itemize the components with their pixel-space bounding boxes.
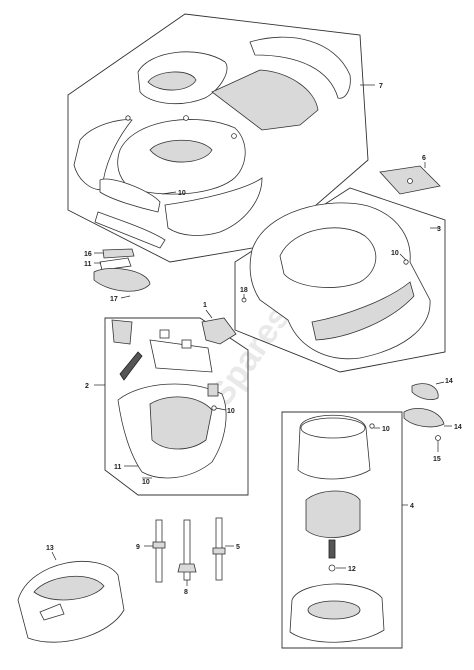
group-7-cover-assembly xyxy=(67,13,369,263)
motor-base-hub xyxy=(307,600,361,620)
shaft-9-collar xyxy=(152,541,166,549)
connector-block-part xyxy=(111,319,133,345)
main-shell-window xyxy=(149,139,213,163)
leader-15 xyxy=(51,551,57,561)
callout-2: 2 xyxy=(85,383,89,390)
callout-10-box: 10 xyxy=(227,408,235,415)
part-15-complete-unit xyxy=(17,561,125,643)
callout-16: 14 xyxy=(454,424,462,431)
mid-plate-part xyxy=(211,69,319,131)
group-2-outline xyxy=(104,317,249,496)
cover-screw-b xyxy=(231,133,237,139)
board-button-a xyxy=(159,329,170,339)
lower-bar-part xyxy=(94,211,166,249)
side-fender-part xyxy=(73,119,133,191)
shaft-parts xyxy=(152,517,226,583)
curved-strip-part xyxy=(249,36,351,99)
group-7-outline xyxy=(67,13,369,263)
callout-10-bottom: 10 xyxy=(142,479,150,486)
callout-4: 4 xyxy=(410,503,414,510)
group-4-motor xyxy=(281,411,403,649)
motor-screw-12 xyxy=(328,564,336,572)
pad-17-part xyxy=(411,383,439,400)
leader-10b xyxy=(399,253,407,261)
leader-10c xyxy=(215,407,227,411)
callout-3: 3 xyxy=(437,226,441,233)
leader-1 xyxy=(205,309,213,319)
callout-labels: 7 6 3 10 10 16 11 17 18 1 2 10 10 4 14 1… xyxy=(46,83,462,596)
leader-17 xyxy=(435,381,445,385)
bracket-6-hole xyxy=(407,178,413,184)
cover-screw-c xyxy=(125,115,131,121)
callout-10-cover: 10 xyxy=(178,190,186,197)
leader-10a xyxy=(161,191,177,195)
mower-body-part xyxy=(17,561,125,643)
callout-10-chassis: 10 xyxy=(391,250,399,257)
callout-9: 9 xyxy=(136,544,140,551)
grille-14-part xyxy=(93,268,151,292)
latch-1-part xyxy=(201,317,237,345)
motor-part xyxy=(305,490,361,538)
group-6-bracket xyxy=(379,165,441,195)
screw-18-part xyxy=(435,435,441,441)
callout-17: 14 xyxy=(445,378,453,385)
shaft-9-part xyxy=(155,519,163,583)
clip-13-part xyxy=(102,248,135,259)
callout-6: 6 xyxy=(422,155,426,162)
callout-8: 8 xyxy=(184,589,188,596)
small-switch-part xyxy=(207,383,219,397)
motor-shaft-part xyxy=(328,539,336,559)
lower-skirt-part xyxy=(164,177,263,236)
leader-14a xyxy=(120,295,131,299)
group-3-outline xyxy=(234,187,446,373)
callout-12: 12 xyxy=(348,566,356,573)
mower-top-panel xyxy=(33,575,105,601)
mower-window xyxy=(39,603,65,621)
cable-harness-part xyxy=(119,351,143,381)
cover-screw-a xyxy=(183,115,189,121)
group-2-electronics xyxy=(104,317,249,496)
callout-14-chassis: 18 xyxy=(240,287,248,294)
board-button-b xyxy=(181,339,192,349)
group-3-chassis xyxy=(234,187,446,373)
callout-5: 5 xyxy=(236,544,240,551)
callout-13: 16 xyxy=(84,251,92,258)
callout-14-left: 17 xyxy=(110,296,118,303)
upper-lid-window xyxy=(147,71,197,91)
side-parts-right xyxy=(403,383,445,441)
chassis-screw-10 xyxy=(403,259,409,265)
shaft-8-nut xyxy=(177,563,197,573)
leader-lines xyxy=(51,84,452,586)
part-1-latch xyxy=(201,317,237,345)
pad-16-part xyxy=(403,408,445,428)
callout-15: 13 xyxy=(46,545,54,552)
callout-10-motor: 10 xyxy=(382,426,390,433)
chassis-front-lip xyxy=(311,281,415,341)
callout-1: 1 xyxy=(203,302,207,309)
front-bumper-part xyxy=(99,178,161,213)
housing-inner-part xyxy=(149,396,213,450)
shaft-5-collar xyxy=(212,547,226,555)
callout-18: 15 xyxy=(433,456,441,463)
callout-11-left: 11 xyxy=(84,261,92,268)
housing-screw-10 xyxy=(211,405,217,411)
callout-7: 7 xyxy=(379,83,383,90)
chassis-inner-ring xyxy=(279,227,377,288)
loose-parts-left xyxy=(93,248,151,292)
group-4-outline xyxy=(281,411,403,649)
pad-11-part xyxy=(99,257,132,271)
callout-11-box: 11 xyxy=(114,464,122,471)
motor-screw-10 xyxy=(369,423,375,429)
circuit-board-part xyxy=(149,339,213,373)
motor-cover-top xyxy=(300,417,366,439)
